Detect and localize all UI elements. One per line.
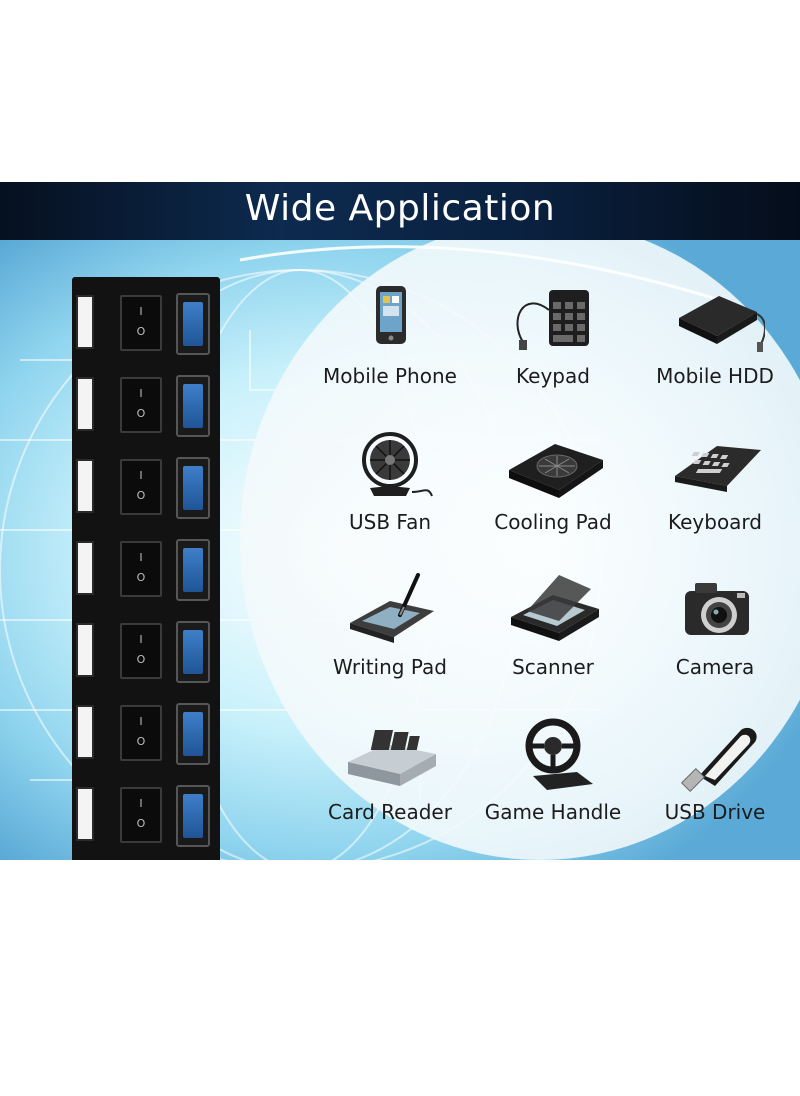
device-item: Writing Pad bbox=[305, 565, 475, 705]
device-label: Keypad bbox=[516, 364, 590, 388]
device-item: USB Drive bbox=[630, 710, 800, 850]
usb-port[interactable] bbox=[176, 293, 210, 355]
usb-port[interactable] bbox=[176, 621, 210, 683]
device-label: Camera bbox=[675, 655, 755, 679]
switch-on-mark: I bbox=[139, 633, 143, 646]
device-item: Keypad bbox=[468, 274, 638, 414]
switch-off-mark: O bbox=[136, 571, 146, 584]
usb-fan-icon bbox=[362, 432, 433, 497]
switch-off-mark: O bbox=[136, 817, 146, 830]
device-item: Card Reader bbox=[305, 710, 475, 850]
device-label: Mobile HDD bbox=[656, 364, 774, 388]
device-item: Camera bbox=[630, 565, 800, 705]
mobile-phone-icon bbox=[376, 286, 406, 344]
led-indicator bbox=[76, 541, 94, 595]
header-title: Wide Application bbox=[244, 188, 556, 229]
camera-icon bbox=[685, 583, 749, 635]
device-label: Writing Pad bbox=[333, 655, 447, 679]
switch-on-mark: I bbox=[139, 469, 143, 482]
switch-off-mark: O bbox=[136, 489, 146, 502]
device-item: Scanner bbox=[468, 565, 638, 705]
led-indicator bbox=[76, 705, 94, 759]
device-label: Card Reader bbox=[328, 800, 452, 824]
switch-off-mark: O bbox=[136, 653, 146, 666]
device-label: Cooling Pad bbox=[494, 510, 612, 534]
keyboard-icon bbox=[675, 446, 761, 492]
usb-port[interactable] bbox=[176, 703, 210, 765]
device-item: Keyboard bbox=[630, 420, 800, 560]
card-reader-icon bbox=[348, 730, 436, 786]
switch-on-mark: I bbox=[139, 797, 143, 810]
switch-on-mark: I bbox=[139, 387, 143, 400]
game-handle-icon bbox=[525, 718, 593, 790]
switch-off-mark: O bbox=[136, 735, 146, 748]
device-label: Mobile Phone bbox=[323, 364, 457, 388]
device-item: USB Fan bbox=[305, 420, 475, 560]
led-indicator bbox=[76, 623, 94, 677]
switch-off-mark: O bbox=[136, 325, 146, 338]
writing-pad-icon bbox=[350, 573, 434, 643]
switch-on-mark: I bbox=[139, 715, 143, 728]
led-indicator bbox=[76, 377, 94, 431]
switch-on-mark: I bbox=[139, 551, 143, 564]
mobile-hdd-icon bbox=[679, 296, 765, 352]
usb-port[interactable] bbox=[176, 375, 210, 437]
device-item: Mobile HDD bbox=[630, 274, 800, 414]
device-label: Keyboard bbox=[667, 510, 762, 534]
device-item: Cooling Pad bbox=[468, 420, 638, 560]
usb-port[interactable] bbox=[176, 539, 210, 601]
device-label: USB Fan bbox=[348, 510, 431, 534]
device-label: USB Drive bbox=[664, 800, 766, 824]
usb-drive-icon bbox=[680, 727, 757, 793]
device-label: Game Handle bbox=[484, 800, 622, 824]
header-strip bbox=[0, 182, 800, 240]
keypad-icon bbox=[516, 290, 589, 350]
led-indicator bbox=[76, 787, 94, 841]
device-item: Mobile Phone bbox=[305, 274, 475, 414]
led-indicator bbox=[76, 295, 94, 349]
cooling-pad-icon bbox=[509, 444, 603, 498]
device-item: Game Handle bbox=[468, 710, 638, 850]
device-label: Scanner bbox=[512, 655, 594, 679]
switch-off-mark: O bbox=[136, 407, 146, 420]
switch-on-mark: I bbox=[139, 305, 143, 318]
usb-port[interactable] bbox=[176, 785, 210, 847]
scanner-icon bbox=[511, 575, 599, 641]
usb-port[interactable] bbox=[176, 457, 210, 519]
led-indicator bbox=[76, 459, 94, 513]
